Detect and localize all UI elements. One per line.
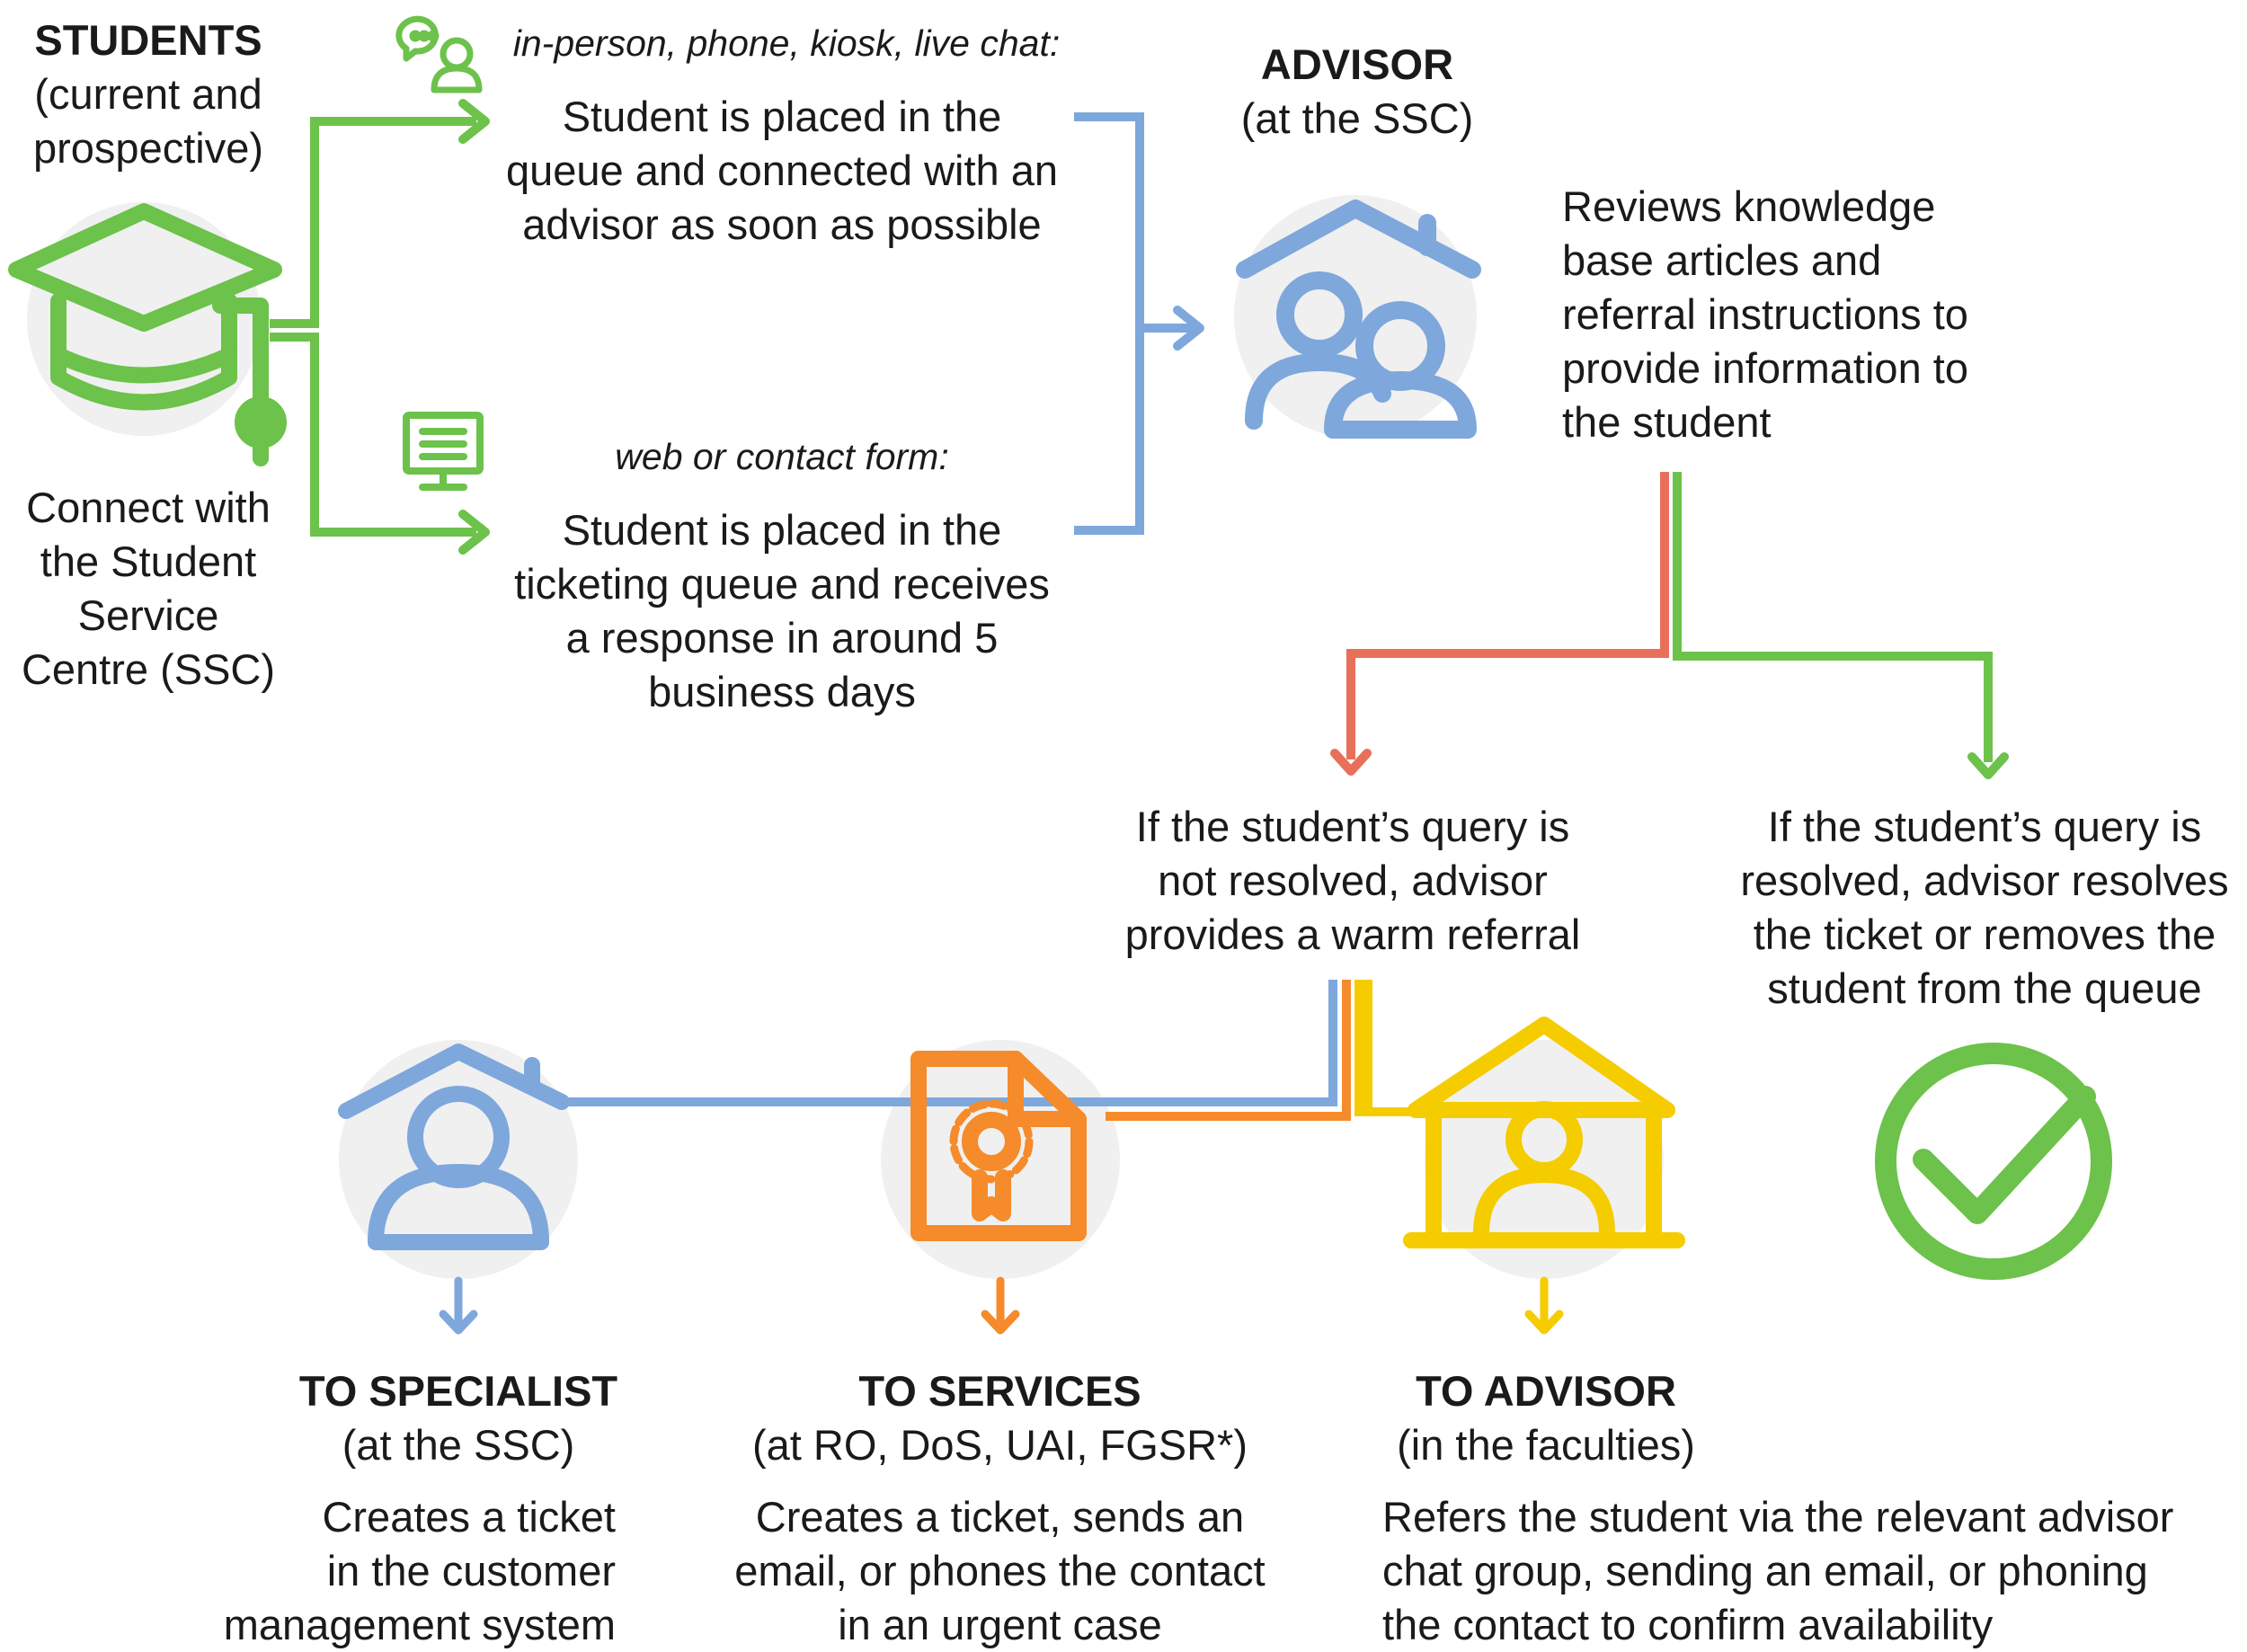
not-resolved-text: If the student’s query is not resolved, … bbox=[1101, 800, 1604, 962]
to-services-header: TO SERVICES (at RO, DoS, UAI, FGSR*) bbox=[719, 1364, 1281, 1472]
live-channel-text: Student is placed in the queue and conne… bbox=[485, 90, 1079, 252]
to-services-line-2: email, or phones the contact bbox=[734, 1547, 1266, 1594]
advisor-ssc-line-3: referral instructions to bbox=[1562, 290, 1968, 338]
arrowhead-live bbox=[458, 99, 490, 144]
students-caption-line-3: Service bbox=[77, 591, 219, 639]
to-faculty-header: TO ADVISOR (in the faculties) bbox=[1366, 1364, 1726, 1472]
connector-to-specialist bbox=[557, 980, 1337, 1106]
to-services-line-3: in an urgent case bbox=[838, 1601, 1162, 1648]
advisor-ssc-line-1: Reviews knowledge bbox=[1562, 182, 1936, 230]
connector-to-live-channel bbox=[270, 117, 476, 328]
to-specialist-line-1: Creates a ticket bbox=[322, 1493, 616, 1541]
resolved-line-1: If the student’s query is bbox=[1767, 803, 2202, 850]
web-channel-line-1: Student is placed in the bbox=[562, 506, 1002, 554]
chat-person-icon bbox=[395, 15, 483, 93]
students-caption-line-1: Connect with bbox=[26, 484, 271, 531]
to-specialist-subtitle: (at the SSC) bbox=[342, 1421, 575, 1469]
channels-to-advisor-connector bbox=[1074, 112, 1204, 535]
advisor-group-icon bbox=[1236, 200, 1481, 439]
advisor-ssc-line-5: the student bbox=[1562, 398, 1772, 446]
live-channel-line-2: queue and connected with an bbox=[505, 147, 1059, 194]
connector-to-services bbox=[1106, 980, 1351, 1121]
to-specialist-line-3: management system bbox=[223, 1601, 616, 1648]
students-caption: Connect with the Student Service Centre … bbox=[0, 481, 297, 697]
live-channel-line-3: advisor as soon as possible bbox=[522, 200, 1042, 248]
advisor-split-connectors bbox=[1330, 472, 2009, 779]
students-subtitle-line-1: (current and bbox=[34, 70, 262, 118]
referral-connectors bbox=[557, 980, 1420, 1121]
web-channel-label: web or contact form: bbox=[615, 436, 949, 477]
to-faculty-text: Refers the student via the relevant advi… bbox=[1382, 1490, 2245, 1652]
live-channel-line-1: Student is placed in the bbox=[562, 93, 1002, 140]
students-caption-line-2: the Student bbox=[40, 537, 257, 585]
specialist-person-icon bbox=[338, 1044, 570, 1250]
resolved-line-3: the ticket or removes the bbox=[1753, 910, 2216, 958]
to-specialist-title: TO SPECIALIST bbox=[298, 1367, 618, 1415]
graduation-cap-icon bbox=[8, 203, 287, 466]
advisor-ssc-header: ADVISOR (at the SSC) bbox=[1204, 38, 1510, 146]
advisor-ssc-text: Reviews knowledge base articles and refe… bbox=[1562, 180, 2119, 449]
students-connectors bbox=[270, 117, 476, 537]
to-faculty-subtitle: (in the faculties) bbox=[1397, 1421, 1695, 1469]
to-services-text: Creates a ticket, sends an email, or pho… bbox=[701, 1490, 1299, 1652]
advisor-ssc-line-2: base articles and bbox=[1562, 236, 1882, 284]
green-arrowheads bbox=[458, 99, 490, 555]
resolved-line-2: resolved, advisor resolves bbox=[1740, 857, 2229, 904]
web-channel-text: Student is placed in the ticketing queue… bbox=[485, 503, 1079, 719]
web-channel-line-4: business days bbox=[648, 668, 916, 715]
connector-to-faculty bbox=[1354, 980, 1420, 1116]
to-services-line-1: Creates a ticket, sends an bbox=[755, 1493, 1245, 1541]
web-form-icon bbox=[403, 412, 484, 491]
not-resolved-line-3: provides a warm referral bbox=[1124, 910, 1581, 958]
faculty-building-icon bbox=[1403, 1017, 1685, 1248]
advisor-ssc-line-4: provide information to bbox=[1562, 344, 1968, 392]
advisor-ssc-subtitle: (at the SSC) bbox=[1240, 94, 1474, 142]
to-specialist-header: TO SPECIALIST (at the SSC) bbox=[270, 1364, 647, 1472]
live-channel-label: in-person, phone, kiosk, live chat: bbox=[512, 22, 1061, 64]
connector-resolved bbox=[1673, 472, 1993, 762]
to-faculty-line-1: Refers the student via the relevant advi… bbox=[1382, 1493, 2174, 1541]
resolved-text: If the student’s query is resolved, advi… bbox=[1724, 800, 2245, 1016]
not-resolved-line-1: If the student’s query is bbox=[1135, 803, 1570, 850]
web-channel-line-3: a response in around 5 bbox=[565, 614, 999, 662]
specialist-icon-bg bbox=[339, 1040, 578, 1279]
to-services-title: TO SERVICES bbox=[858, 1367, 1141, 1415]
students-block: STUDENTS (current and prospective) bbox=[0, 13, 297, 175]
referral-down-arrows bbox=[439, 1276, 1564, 1335]
not-resolved-line-2: not resolved, advisor bbox=[1158, 857, 1548, 904]
to-services-subtitle: (at RO, DoS, UAI, FGSR*) bbox=[751, 1421, 1248, 1469]
students-title: STUDENTS bbox=[34, 16, 262, 64]
to-faculty-line-2: chat group, sending an email, or phoning bbox=[1382, 1547, 2148, 1594]
web-channel-line-2: ticketing queue and receives bbox=[514, 560, 1050, 608]
students-subtitle-line-2: prospective) bbox=[33, 124, 263, 172]
advisor-ssc-title: ADVISOR bbox=[1260, 40, 1454, 88]
arrowhead-web bbox=[458, 510, 490, 555]
checkmark-circle-icon bbox=[1875, 1043, 2112, 1280]
students-caption-line-4: Centre (SSC) bbox=[21, 645, 276, 693]
connector-to-web-channel bbox=[270, 333, 476, 537]
connector-not-resolved bbox=[1346, 472, 1669, 759]
to-specialist-text: Creates a ticket in the customer managem… bbox=[162, 1490, 616, 1652]
to-specialist-line-2: in the customer bbox=[326, 1547, 616, 1594]
resolved-line-4: student from the queue bbox=[1767, 964, 2202, 1012]
to-faculty-line-3: the contact to confirm availability bbox=[1382, 1601, 1994, 1648]
to-faculty-title: TO ADVISOR bbox=[1416, 1367, 1676, 1415]
certificate-document-icon bbox=[910, 1051, 1087, 1241]
